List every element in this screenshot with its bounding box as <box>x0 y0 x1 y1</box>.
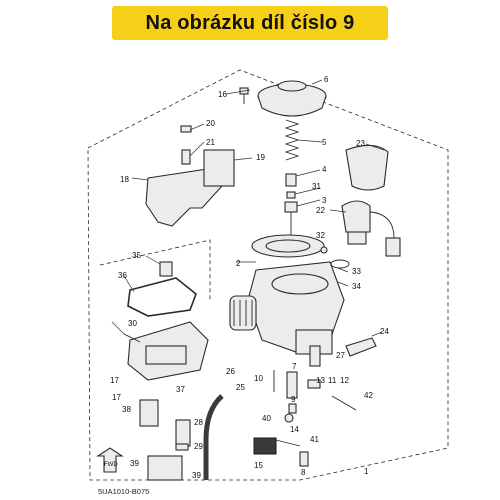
callout-25: 25 <box>236 383 245 392</box>
leader-lines <box>111 79 385 337</box>
part-36-gasket <box>127 277 197 317</box>
callout-labels: 1 2 3 4 5 6 7 8 9 10 11 12 13 14 15 16 1… <box>110 75 389 480</box>
part-30-drain-screw <box>123 333 141 343</box>
callout-39a: 39 <box>130 459 139 468</box>
part-32-washer <box>320 246 328 254</box>
callout-12: 12 <box>340 376 349 385</box>
part-6-cover <box>257 80 327 117</box>
callout-19: 19 <box>256 153 265 162</box>
part-4-needle-holder <box>285 173 297 187</box>
subassembly-outline <box>99 239 211 300</box>
callout-23: 23 <box>356 139 365 148</box>
part-42-screw <box>331 395 357 411</box>
banner-title: Na obrázku díl číslo 9 <box>145 11 355 34</box>
part-23-cap <box>345 144 389 191</box>
fwd-label: FWD <box>104 462 118 468</box>
part-28-spring <box>175 419 191 447</box>
callout-30: 30 <box>128 319 137 328</box>
callout-13: 13 <box>316 376 325 385</box>
callout-24: 24 <box>380 327 389 336</box>
callout-3: 3 <box>322 196 327 205</box>
part-29-washer <box>175 443 189 451</box>
callout-39b: 39 <box>192 471 201 480</box>
part-38-float <box>139 399 159 427</box>
part-14-wire <box>275 439 301 447</box>
callout-18: 18 <box>120 175 129 184</box>
callout-6: 6 <box>324 75 329 84</box>
callout-1: 1 <box>364 467 369 476</box>
part-3-slide-top <box>284 201 298 213</box>
callout-21: 21 <box>206 138 215 147</box>
part-24-hose <box>345 337 377 357</box>
callout-27: 27 <box>336 351 345 360</box>
part-25-tube <box>203 394 224 480</box>
part-15-sensor <box>253 437 277 455</box>
part-39-lower-fitting <box>147 455 183 481</box>
callout-15: 15 <box>254 461 263 470</box>
callout-9: 9 <box>291 395 296 404</box>
part-22-starter <box>341 200 401 257</box>
title-banner: Na obrázku díl číslo 9 <box>112 6 388 40</box>
assembly-outline <box>87 69 449 481</box>
part-31-clip <box>286 191 296 199</box>
callout-40: 40 <box>262 414 271 423</box>
callout-5: 5 <box>322 138 327 147</box>
part-33-o-ring <box>330 259 350 269</box>
callout-35: 35 <box>132 251 141 260</box>
part-2-diaphragm <box>251 234 325 258</box>
part-35-plug <box>159 261 173 277</box>
callout-17a: 17 <box>110 376 119 385</box>
callout-22: 22 <box>316 206 325 215</box>
part-37-float-bowl <box>127 321 209 381</box>
callout-11: 11 <box>328 376 337 385</box>
part-8-jet <box>299 451 309 467</box>
callout-7: 7 <box>292 362 297 371</box>
part-21-bolt <box>181 149 191 165</box>
callout-4: 4 <box>322 165 327 174</box>
carburetor-body <box>229 261 345 367</box>
callout-36: 36 <box>118 271 127 280</box>
part-9-main-jet <box>288 403 297 414</box>
callout-16: 16 <box>218 90 227 99</box>
callout-32: 32 <box>316 231 325 240</box>
fwd-arrow-icon: FWD <box>96 447 124 473</box>
callout-26: 26 <box>226 367 235 376</box>
callout-17b: 17 <box>112 393 121 402</box>
part-11-spring <box>307 379 321 389</box>
diagram-code: 5UA1010-B075 <box>98 487 150 496</box>
callout-8: 8 <box>301 468 306 477</box>
callout-41: 41 <box>310 435 319 444</box>
callout-42: 42 <box>364 391 373 400</box>
callout-38: 38 <box>122 405 131 414</box>
callout-20: 20 <box>206 119 215 128</box>
part-7-part <box>286 371 298 399</box>
callout-31: 31 <box>312 182 321 191</box>
callout-29: 29 <box>194 442 203 451</box>
callout-14: 14 <box>290 425 299 434</box>
part-20-bolt-head <box>180 125 192 133</box>
callout-10: 10 <box>254 374 263 383</box>
callout-34: 34 <box>352 282 361 291</box>
callout-28: 28 <box>194 418 203 427</box>
part-19-joint <box>203 149 235 187</box>
callout-33: 33 <box>352 267 361 276</box>
callout-37: 37 <box>176 385 185 394</box>
part-5-spring <box>284 119 300 161</box>
part-40-washer <box>284 413 294 423</box>
callout-2: 2 <box>236 259 241 268</box>
